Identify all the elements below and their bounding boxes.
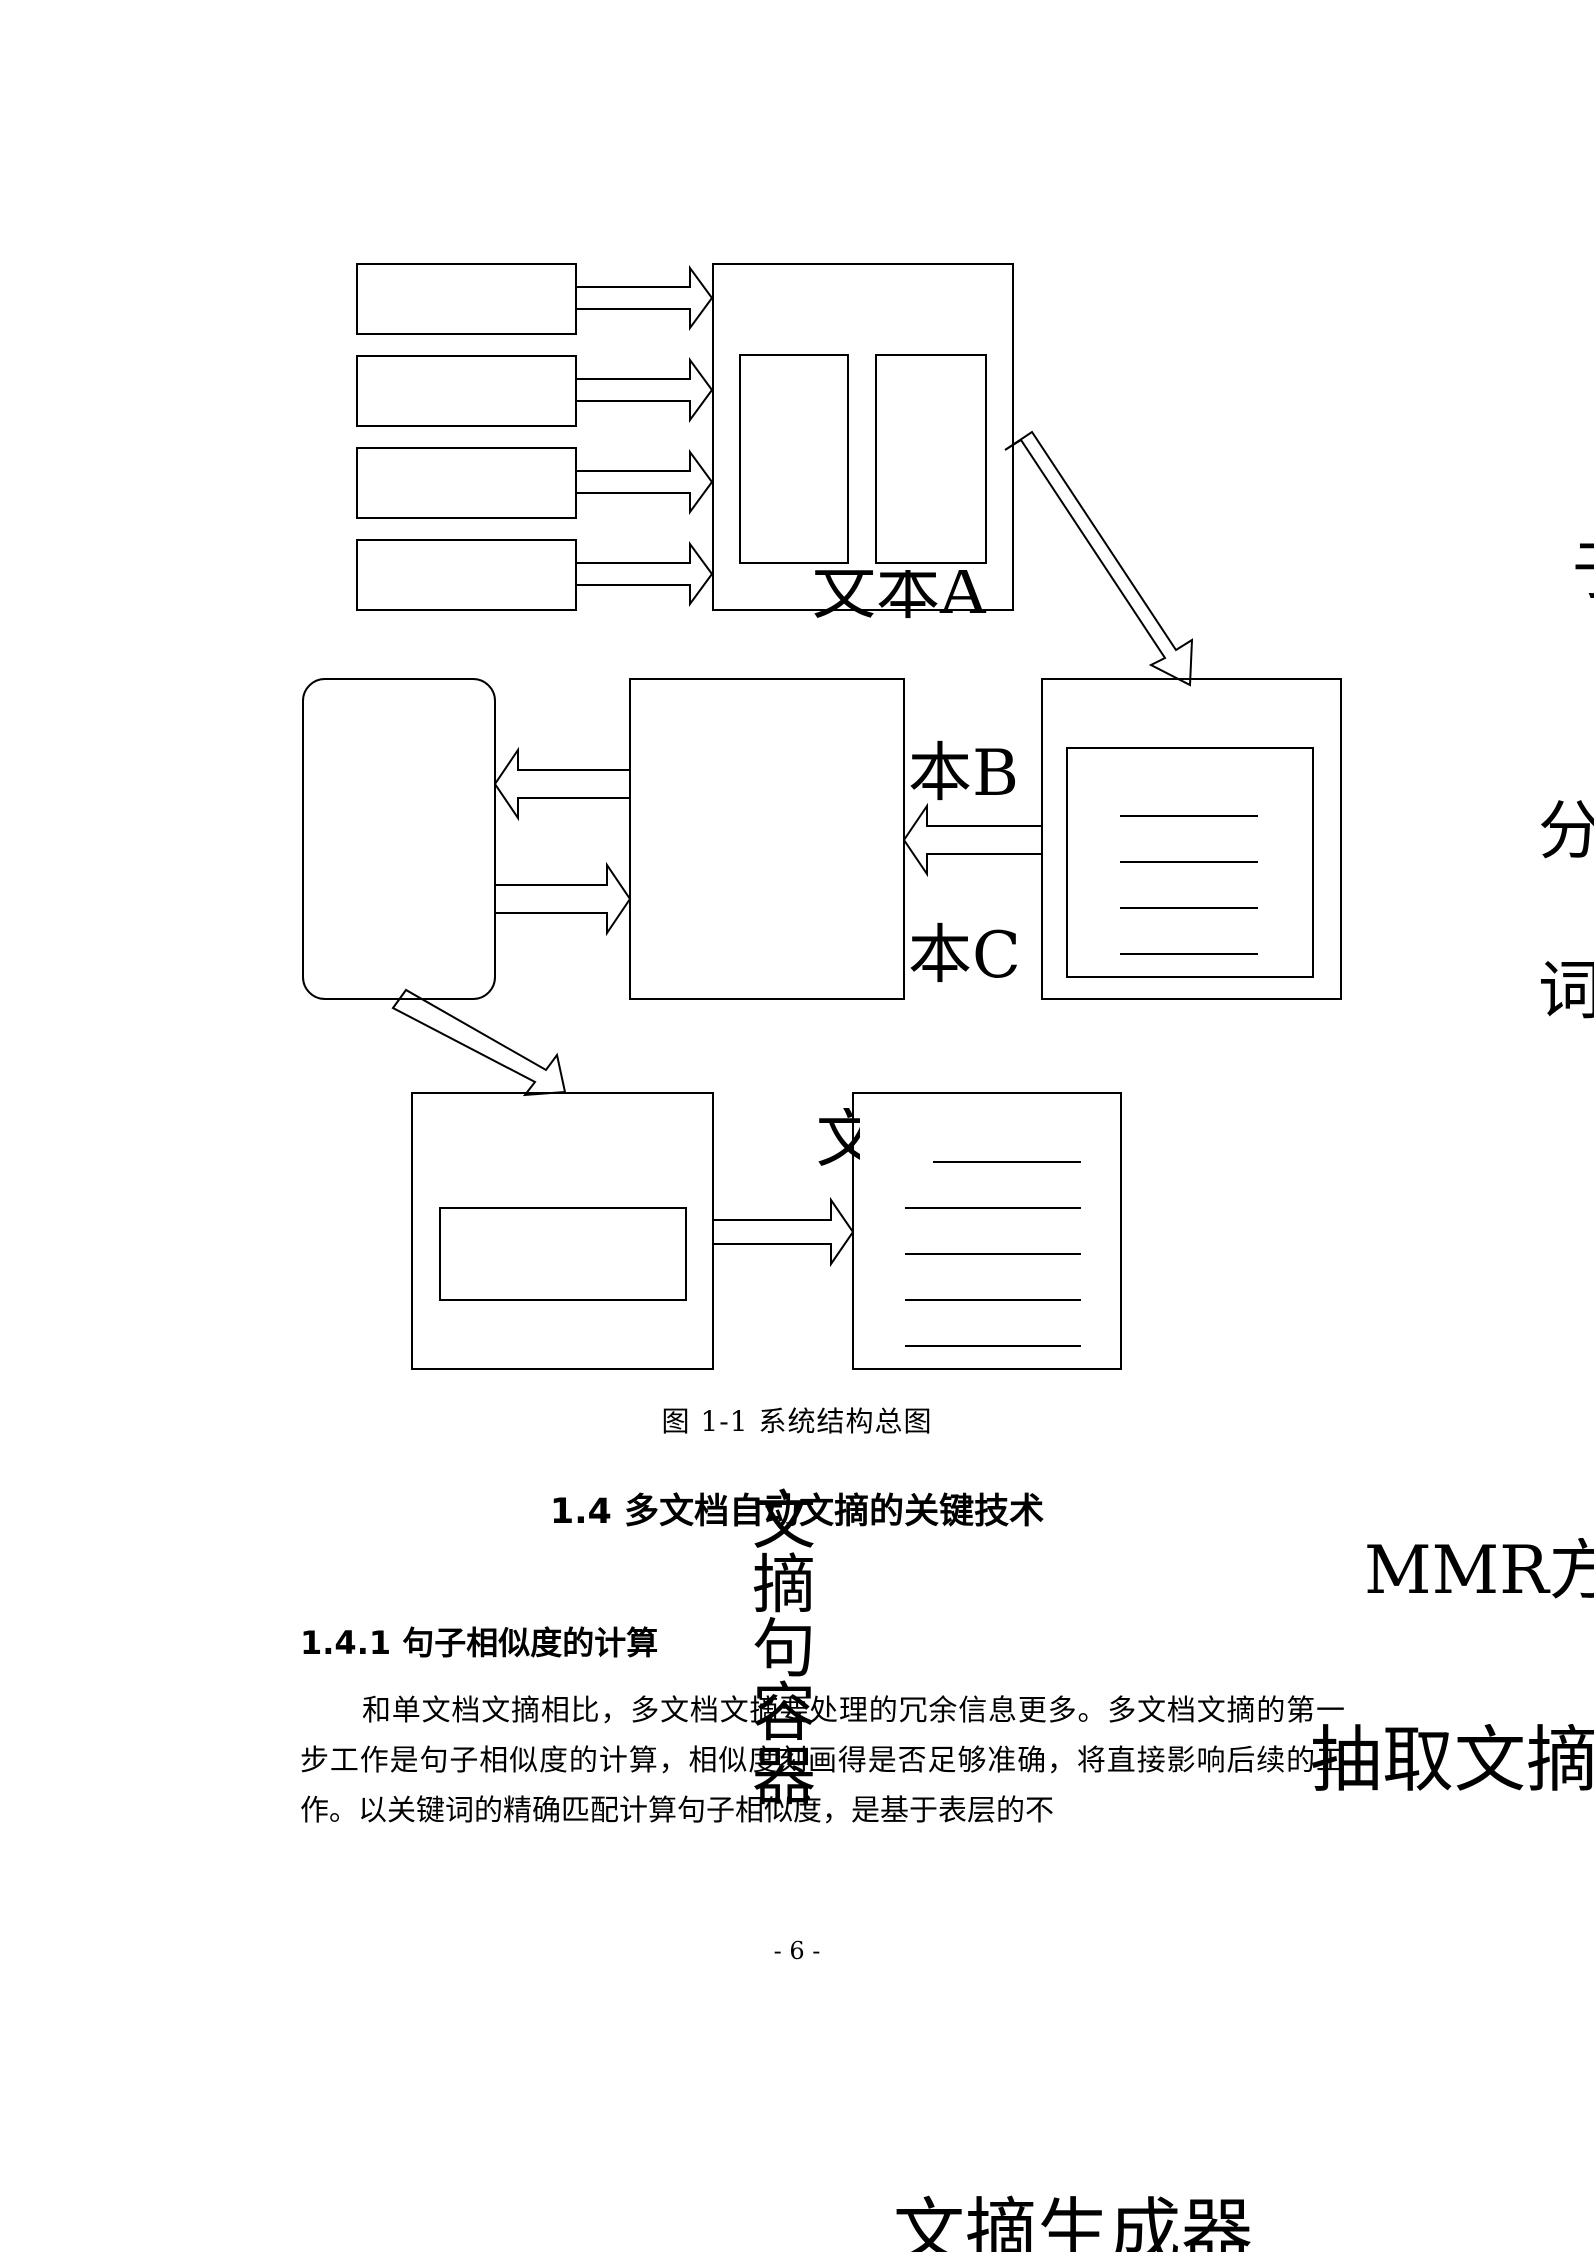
arrow-diagonal-top [1004,430,1194,687]
figure-caption: 图 1-1 系统结构总图 [661,1405,933,1438]
arrow-rounded-to-center [494,861,632,937]
page-number: - 6 - [773,1937,821,1965]
rounded-module-box [302,678,496,1000]
center-module-box [629,678,905,1000]
segmentation-inner-box [1066,747,1314,978]
label-right-fen: 分 [1538,795,1594,869]
subsection-title: 1.4.1 句子相似度的计算 [300,1624,659,1662]
arrow-input-2 [575,356,714,424]
extraction-inner-box [439,1207,687,1301]
input-box-1 [356,263,577,335]
label-right-ci: 词 [1538,955,1594,1029]
arrow-input-3 [575,448,714,516]
arrow-input-1 [575,264,714,332]
summary-output-box [852,1092,1122,1370]
extraction-box [411,1092,714,1370]
label-mmr-method: MMR方 [1364,1538,1594,1604]
label-text-b: 本B [908,737,1020,811]
body-paragraph: 和单文档文摘相比，多文档文摘要处理的冗余信息更多。多文档文摘的第一步工作是句子相… [300,1693,1345,1827]
document-inner-right [875,354,987,564]
arrow-center-to-rounded [493,746,631,822]
input-box-3 [356,447,577,519]
label-extract-text: 抽取文摘 [1310,1724,1594,1796]
input-box-4 [356,539,577,611]
label-summary-container: 文摘句容器 [752,1485,816,1815]
section-title: 1.4 多文档自动文摘的关键技术 [549,1492,1045,1532]
arrow-input-4 [575,540,714,608]
label-summary-generator: 文摘生成器 [893,2190,1254,2252]
label-wen: 文 [816,1103,880,1177]
label-right-edge-1: 于 [1572,540,1594,604]
label-text-a: 文本A [812,555,987,629]
arrow-diagonal-bottom [391,988,567,1097]
segmentation-box [1041,678,1342,1000]
label-text-c: 本C [908,919,1021,993]
document-set-box [712,263,1014,611]
arrow-extract-to-summary [712,1196,855,1268]
document-inner-left [739,354,849,564]
arrow-seg-to-center [902,802,1043,878]
input-box-2 [356,355,577,427]
